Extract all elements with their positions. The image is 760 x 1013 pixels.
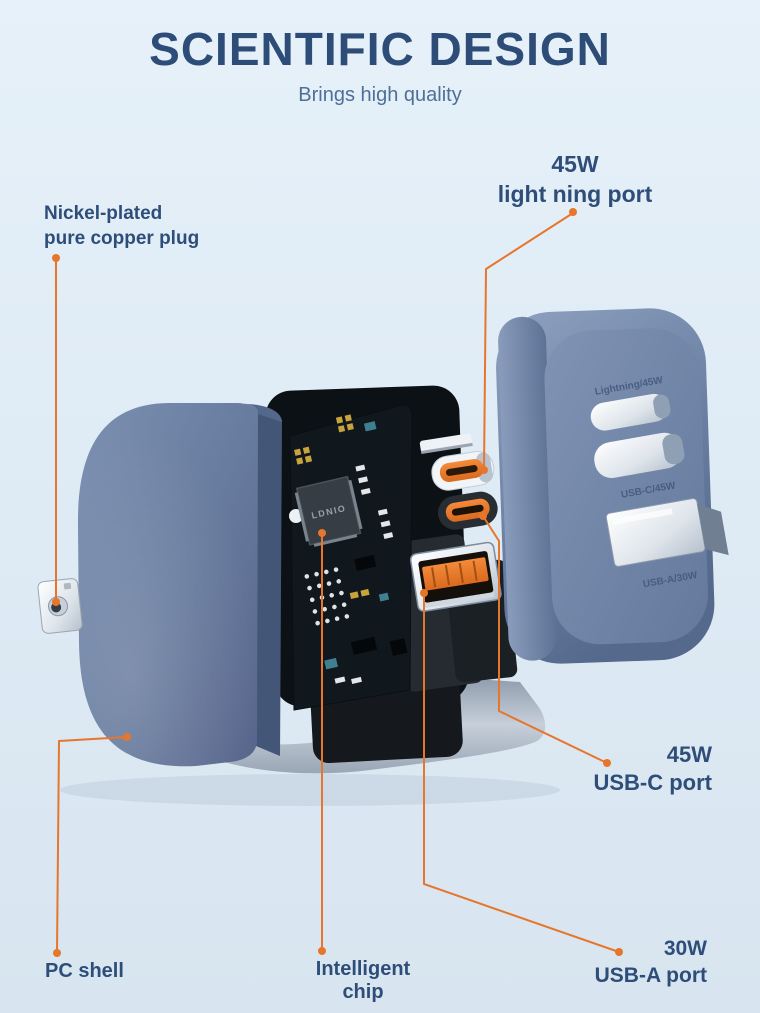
faceplate: Lightning/45W USB-C/45W USB-A/30W <box>496 308 729 664</box>
pcb-components: LDNIO <box>294 414 408 684</box>
copper-plug <box>37 578 83 634</box>
callout-intelligent-chip: Intelligent chip <box>293 958 433 1004</box>
faceplate-usb-a-slot <box>605 498 729 567</box>
callout-usb-c-watts: 45W <box>666 742 712 767</box>
callout-lightning-watts: 45W <box>551 151 599 177</box>
callout-chip-text: Intelligent chip <box>315 958 411 1003</box>
usb-c-port <box>437 491 498 530</box>
lightning-port <box>431 451 495 491</box>
faceplate-usb-c-slot <box>594 432 685 479</box>
callout-plug-line1: Nickel-plated <box>44 203 163 224</box>
page-subtitle: Brings high quality <box>298 84 462 106</box>
callout-pc-shell: PC shell <box>45 960 124 983</box>
callout-usb-a-watts: 30W <box>663 937 707 960</box>
leader-usb-a <box>423 593 620 953</box>
ground-shadow <box>60 774 560 806</box>
pcb-board: LDNIO <box>289 404 413 711</box>
pc-shell-body <box>77 403 282 767</box>
callout-usb-a-port: 30W USB-A port <box>595 935 707 989</box>
callout-copper-plug: Nickel-plated pure copper plug <box>44 201 199 251</box>
leader-lightning <box>483 212 574 471</box>
port-stack <box>409 433 502 612</box>
callout-lightning-text: light ning port <box>497 181 653 207</box>
leader-dots <box>52 208 623 957</box>
leader-lines <box>55 212 620 954</box>
callout-lightning-port: 45W light ning port <box>440 149 710 209</box>
callout-usb-a-text: USB-A port <box>594 964 707 987</box>
callout-plug-line2: pure copper plug <box>44 228 200 249</box>
page-title: SCIENTIFIC DESIGN <box>149 23 611 75</box>
callout-usb-c-text: USB-C port <box>593 770 712 795</box>
usb-a-port <box>409 541 502 612</box>
header: SCIENTIFIC DESIGN Brings high quality <box>0 22 760 107</box>
leader-pc-shell <box>56 736 128 954</box>
faceplate-lightning-slot <box>590 393 671 431</box>
callout-pc-shell-text: PC shell <box>45 960 124 982</box>
callout-usb-c-port: 45W USB-C port <box>593 741 712 797</box>
leader-usb-c <box>482 515 608 764</box>
port-bracket <box>419 433 473 454</box>
